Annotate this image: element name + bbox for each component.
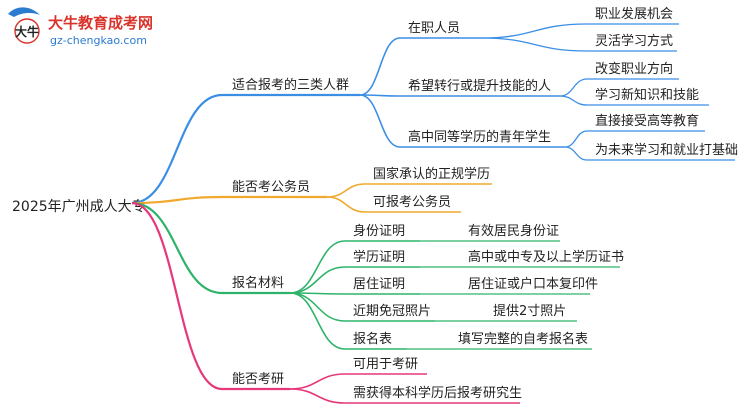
leaf-topic: 职业发展机会 [595,6,673,22]
leaf-topic: 居住证或户口本复印件 [468,276,598,292]
leaf-topic: 学习新知识和技能 [595,87,699,103]
leaf-topic: 直接接受高等教育 [595,113,699,129]
branch-connector [131,93,223,205]
root-topic: 2025年广州成人大专 [12,199,146,215]
subtopic: 居住证明 [353,277,405,292]
leaf-connector [564,130,588,148]
subtopic: 近期免冠照片 [353,304,431,319]
logo-brand-name: 大牛教育成考网 [48,14,153,32]
subtopic: 身份证明 [353,223,405,239]
branch-topic: 报名材料 [232,275,284,291]
branch-topic: 能否考公务员 [232,179,310,195]
leaf-connector [559,78,588,97]
subtopic: 希望转行或提升技能的人 [408,78,551,94]
leaf-topic: 高中或中专及以上学历证书 [468,249,624,265]
subtopic-connector [289,240,346,294]
leaf-topic: 灵活学习方式 [595,33,673,49]
subtopic-connector [359,37,401,96]
leaf-topic: 为未来学习和就业打基础 [595,142,738,158]
branch-connector [131,201,223,295]
subtopic: 高中同等学历的青年学生 [408,129,551,145]
leaf-connector [481,37,588,52]
site-logo: 大牛 大牛教育成考网 gz-chengkao.com [8,7,153,47]
subtopic-connector [326,183,366,198]
subtopic: 学历证明 [353,249,405,265]
leaf-connector [481,23,588,39]
subtopic: 可用于考研 [353,357,418,372]
subtopic: 需获得本科学历后报考研究生 [353,385,522,401]
logo-mark-text: 大牛 [15,24,39,39]
subtopic-connector [289,373,346,390]
subtopic-connector [359,94,401,97]
subtopic-connector [289,292,346,322]
branch-topic: 能否考研 [232,372,284,387]
subtopic-connector [359,94,401,148]
leaf-connector [559,95,588,106]
subtopic: 报名表 [353,331,392,347]
leaf-topic: 提供2寸照片 [493,303,566,319]
leaf-connector [564,146,588,161]
subtopic-connector [289,388,346,404]
subtopic: 国家承认的正规学历 [373,166,490,182]
branch-connector [131,195,223,205]
subtopic: 在职人员 [408,21,460,36]
subtopic: 可报考公务员 [373,194,451,210]
subtopic-connector [289,292,346,350]
leaf-topic: 有效居民身份证 [468,223,559,239]
branch-connector [131,201,223,391]
subtopic-connector [289,266,346,294]
logo-mark-icon: 大牛 [8,7,40,44]
logo-url: gz-chengkao.com [50,34,147,47]
branch-topic: 适合报考的三类人群 [232,77,349,93]
leaf-topic: 改变职业方向 [595,61,673,77]
leaf-topic: 填写完整的自考报名表 [458,331,588,347]
subtopic-connector [326,196,366,213]
